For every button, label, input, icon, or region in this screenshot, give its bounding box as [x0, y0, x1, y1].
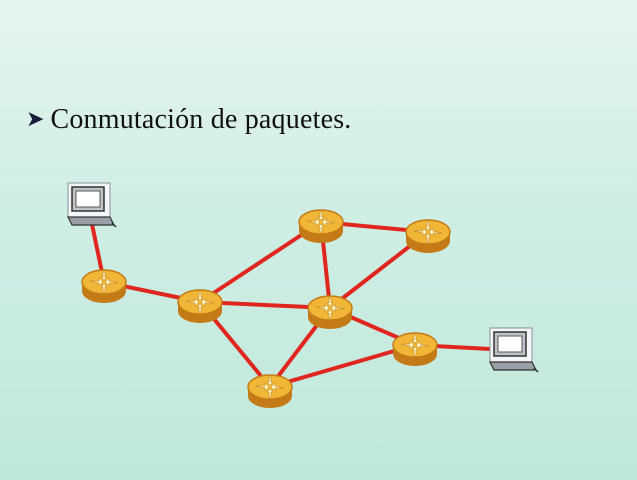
router-icon-r2: [177, 289, 223, 323]
router-icon-r7: [247, 374, 293, 408]
computer-icon-pc-left: [67, 182, 117, 228]
arrowhead-bullet-icon: ➤: [26, 107, 45, 132]
bullet-line: ➤ Conmutación de paquetes.: [26, 104, 352, 136]
router-icon-r4: [405, 219, 451, 253]
router-icon-r5: [307, 295, 353, 329]
router-icon-r6: [392, 332, 438, 366]
link-r6-r7: [268, 343, 417, 389]
slide-heading: Conmutación de paquetes.: [50, 104, 352, 135]
network-nodes: [67, 182, 539, 408]
computer-icon-pc-right: [489, 327, 539, 373]
router-icon-r3: [298, 209, 344, 243]
router-icon-r1: [81, 269, 127, 303]
